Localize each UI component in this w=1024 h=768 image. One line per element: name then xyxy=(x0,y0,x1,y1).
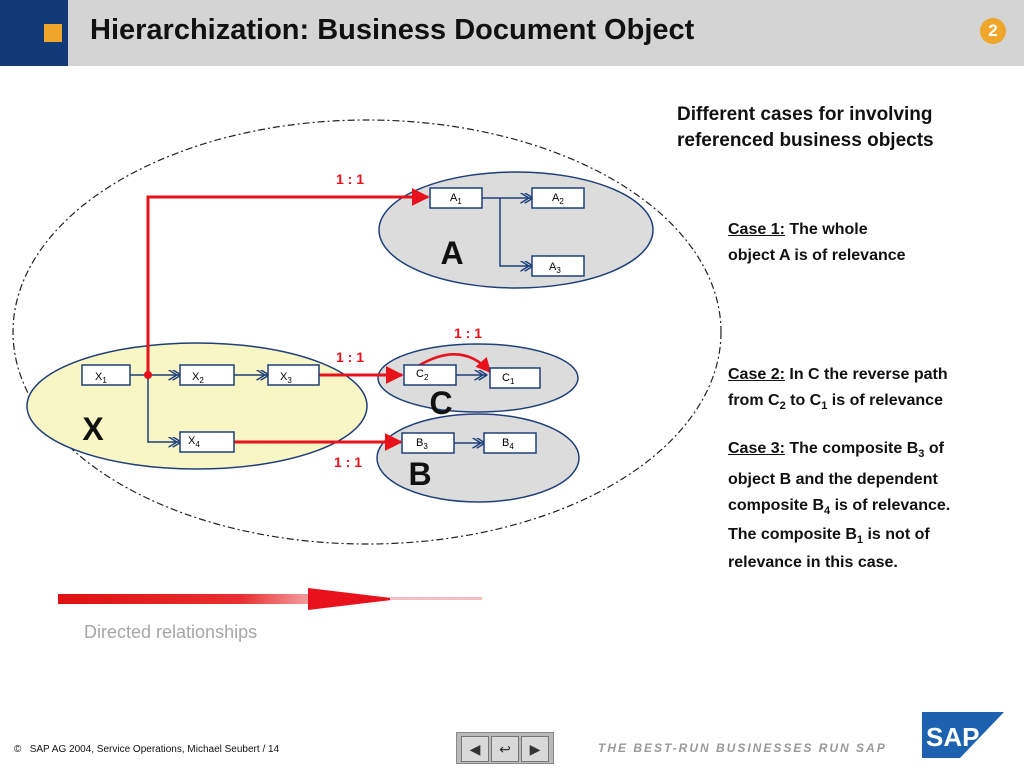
svg-text:SAP: SAP xyxy=(926,722,979,752)
group-b-ellipse xyxy=(376,413,580,503)
composition-x1-x4 xyxy=(147,375,180,442)
case-2-text-c: to C xyxy=(785,392,822,409)
case-3-line5: relevance in this case. xyxy=(728,553,898,571)
case-2-sub1: 2 xyxy=(779,400,786,413)
group-a-ellipse xyxy=(378,171,654,289)
ratio-label-c-top: 1 : 1 xyxy=(454,325,482,341)
node-x3: X3 xyxy=(267,364,320,386)
group-b-label: B xyxy=(408,456,431,492)
node-c1: C1 xyxy=(489,367,541,389)
ratio-label-a: 1 : 1 xyxy=(336,171,364,187)
slide-navigation: ◀ ↩ ▶ xyxy=(456,732,554,764)
footer-copyright: © SAP AG 2004, Service Operations, Micha… xyxy=(14,744,279,755)
svg-text:C1: C1 xyxy=(502,372,515,386)
return-icon[interactable]: ↩ xyxy=(491,736,519,762)
case-3-text-f: is not of xyxy=(863,526,930,544)
next-page-icon[interactable]: ▶ xyxy=(521,736,549,762)
sap-logo: SAP xyxy=(922,712,1004,758)
case-2-text-b: from C xyxy=(728,392,780,409)
ratio-label-b: 1 : 1 xyxy=(334,454,362,470)
svg-text:A2: A2 xyxy=(552,192,564,206)
node-b4: B4 xyxy=(483,432,537,454)
case-1: Case 1: The whole object A is of relevan… xyxy=(728,217,1008,269)
svg-text:C2: C2 xyxy=(416,368,429,382)
case-3-text-c: composite B xyxy=(728,497,825,515)
node-x4: X4 xyxy=(179,431,235,453)
case-2: Case 2: In C the reverse path from C2 to… xyxy=(728,362,1008,419)
composition-a1-a3 xyxy=(499,198,532,266)
cases-heading: Different cases for involving referenced… xyxy=(677,102,1007,154)
case-3-text-a: The composite B xyxy=(789,440,919,457)
group-c-label: C xyxy=(429,385,452,421)
case-3-text-d: is of relevance. xyxy=(830,497,951,515)
node-a1: A1 xyxy=(429,187,483,209)
node-x1: X1 xyxy=(81,364,131,386)
svg-text:A3: A3 xyxy=(549,261,561,275)
sap-tagline: THE BEST-RUN BUSINESSES RUN SAP xyxy=(598,741,887,755)
case-3: Case 3: The composite B3 of object B and… xyxy=(728,436,1008,574)
svg-text:B3: B3 xyxy=(416,437,428,451)
directed-relationship-legend-arrow xyxy=(58,588,482,610)
svg-text:X3: X3 xyxy=(280,371,292,385)
group-a-label: A xyxy=(440,235,463,271)
header-bar xyxy=(68,0,1024,66)
case-2-text-d: is of relevance xyxy=(827,392,943,409)
ratio-label-c: 1 : 1 xyxy=(336,349,364,365)
relationship-c2-c1 xyxy=(417,353,491,374)
cases-heading-line1: Different cases for involving xyxy=(677,104,933,125)
first-page-icon[interactable]: ◀ xyxy=(461,736,489,762)
step-badge: 2 xyxy=(980,18,1006,44)
svg-text:X1: X1 xyxy=(95,371,107,385)
svg-text:A1: A1 xyxy=(450,192,462,206)
node-x2: X2 xyxy=(179,364,235,386)
case-1-text-line1: The whole xyxy=(789,221,868,238)
case-3-sub3: 1 xyxy=(856,534,864,547)
node-a2: A2 xyxy=(531,187,585,209)
case-2-text-a: In C the reverse path xyxy=(789,366,948,383)
svg-text:B4: B4 xyxy=(502,437,514,451)
page-title: Hierarchization: Business Document Objec… xyxy=(90,14,695,46)
case-3-sub1: 3 xyxy=(918,448,925,461)
case-3-text-b: of xyxy=(924,440,944,457)
case-1-text-line2: object A is of relevance xyxy=(728,247,906,264)
svg-text:X2: X2 xyxy=(192,371,204,385)
directed-relationships-label: Directed relationships xyxy=(84,622,258,642)
case-3-line2: object B and the dependent xyxy=(728,471,938,489)
relationship-x1-a1 xyxy=(146,188,430,375)
case-2-label: Case 2: xyxy=(728,366,785,383)
node-c2: C2 xyxy=(403,364,457,386)
case-3-label: Case 3: xyxy=(728,440,785,457)
relationship-origin-dot xyxy=(144,371,152,379)
case-2-sub2: 1 xyxy=(821,400,828,413)
boundary-ellipse xyxy=(12,119,722,545)
case-3-text-e: The composite B xyxy=(728,526,857,544)
node-a3: A3 xyxy=(531,255,585,277)
cases-heading-line2: referenced business objects xyxy=(677,130,934,151)
svg-text:X4: X4 xyxy=(188,435,200,449)
header-accent-square xyxy=(44,24,62,42)
group-x-label: X xyxy=(82,411,104,447)
case-1-label: Case 1: xyxy=(728,221,785,238)
copyright-icon: © xyxy=(14,744,22,755)
footer-text: SAP AG 2004, Service Operations, Michael… xyxy=(29,744,280,755)
node-b3: B3 xyxy=(401,432,455,454)
case-3-sub2: 4 xyxy=(824,505,831,518)
